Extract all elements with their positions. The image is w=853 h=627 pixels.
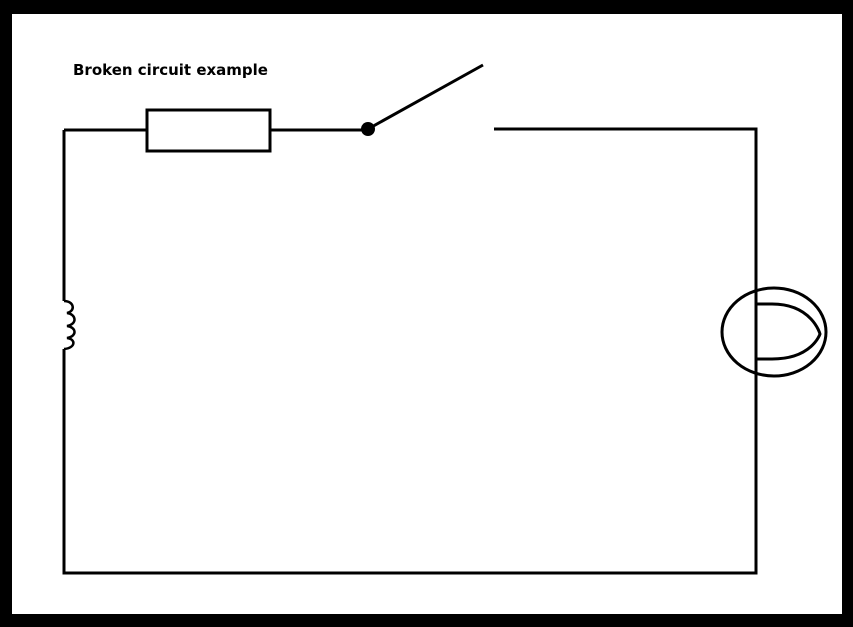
inductor (63, 299, 76, 351)
resistor (145, 108, 272, 153)
wire-right-bottom (62, 288, 758, 575)
lamp (720, 286, 828, 378)
lamp-filament (756, 302, 822, 361)
diagram-title: Broken circuit example (73, 61, 268, 79)
drawing-canvas: Broken circuit example (12, 14, 842, 614)
switch-pivot-dot (361, 122, 375, 136)
switch-lever (367, 63, 484, 131)
circuit-diagram (62, 63, 828, 575)
wire-top-right (494, 127, 758, 288)
